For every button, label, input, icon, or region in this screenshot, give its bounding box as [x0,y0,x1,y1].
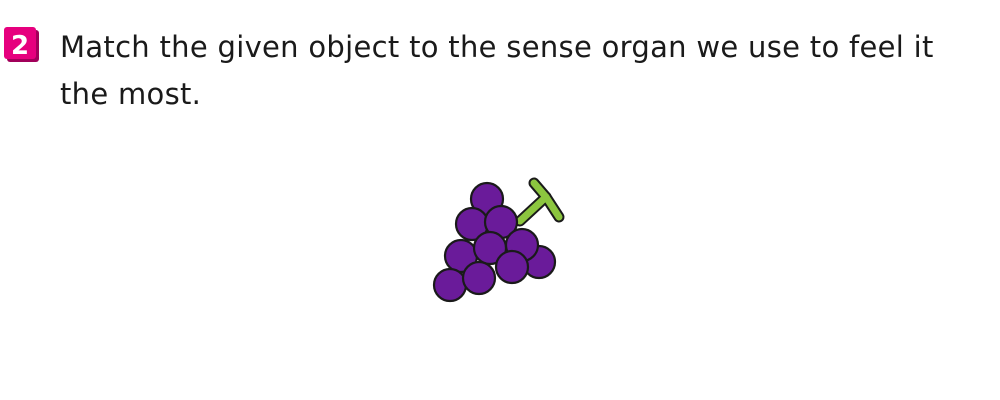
question-text: Match the given object to the sense orga… [60,30,934,111]
grape [461,260,497,296]
grape [494,249,530,285]
grape-stem [514,177,565,227]
badge-shape: 2 [4,27,39,62]
question-number: 2 [11,31,29,61]
grapes-icon [428,175,568,310]
question-number-badge: 2 [3,26,41,64]
grape-bunch [432,181,557,303]
grape [472,230,508,266]
grape [432,267,468,303]
